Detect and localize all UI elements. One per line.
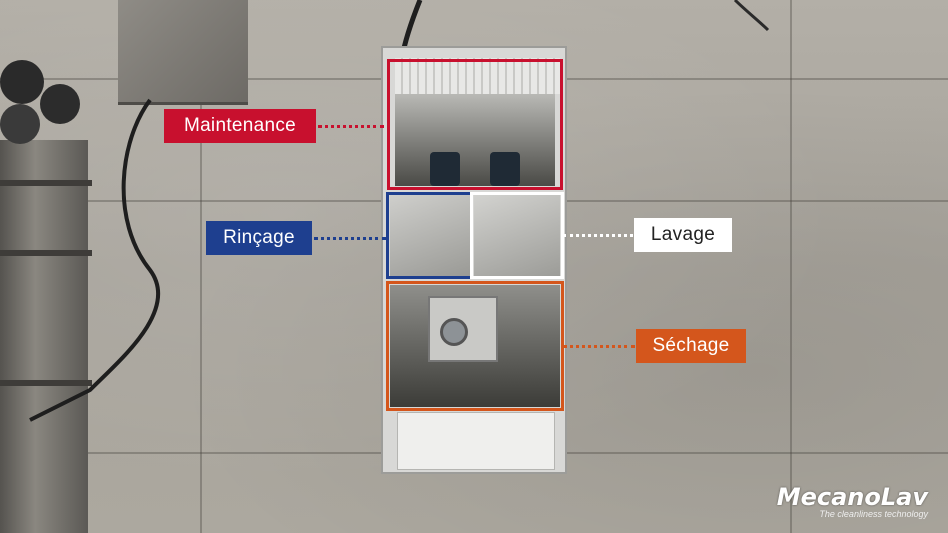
rincage-label: Rinçage: [206, 221, 312, 255]
maintenance-leader-line: [318, 125, 384, 128]
maintenance-label: Maintenance: [164, 109, 316, 143]
sechage-label: Séchage: [636, 329, 746, 363]
lavage-zone-outline: [470, 192, 564, 279]
machine-wheel: [0, 104, 40, 144]
lavage-label: Lavage: [634, 218, 732, 252]
logo-tagline: The cleanliness technology: [819, 509, 928, 519]
sechage-zone-outline: [386, 281, 564, 411]
rincage-zone-outline: [386, 192, 473, 279]
grey-machine: [118, 0, 248, 105]
wash-tank: [474, 194, 560, 276]
maintenance-zone-outline: [387, 59, 563, 190]
pump-motor: [490, 152, 520, 186]
maintenance-interior: [395, 94, 555, 186]
rincage-leader-line: [314, 237, 386, 240]
machine-wheel: [0, 60, 44, 104]
logo-brand-text: MecanoLav: [776, 483, 928, 511]
rinse-tank: [390, 194, 470, 276]
sechage-leader-line: [563, 345, 635, 348]
machine-bottom-panel: [397, 412, 555, 470]
shelf-bar: [0, 250, 92, 256]
fan-motor: [440, 318, 468, 346]
machine-top-rollers: [395, 58, 560, 94]
shelving-rack: [0, 140, 88, 533]
pump-motor: [430, 152, 460, 186]
floor-joint: [200, 0, 202, 533]
shelf-bar: [0, 380, 92, 386]
mecanolav-logo: MecanoLav The cleanliness technology: [777, 485, 928, 519]
machine-wheel: [40, 84, 80, 124]
floor-joint: [790, 0, 792, 533]
lavage-leader-line: [563, 234, 633, 237]
shelf-bar: [0, 180, 92, 186]
